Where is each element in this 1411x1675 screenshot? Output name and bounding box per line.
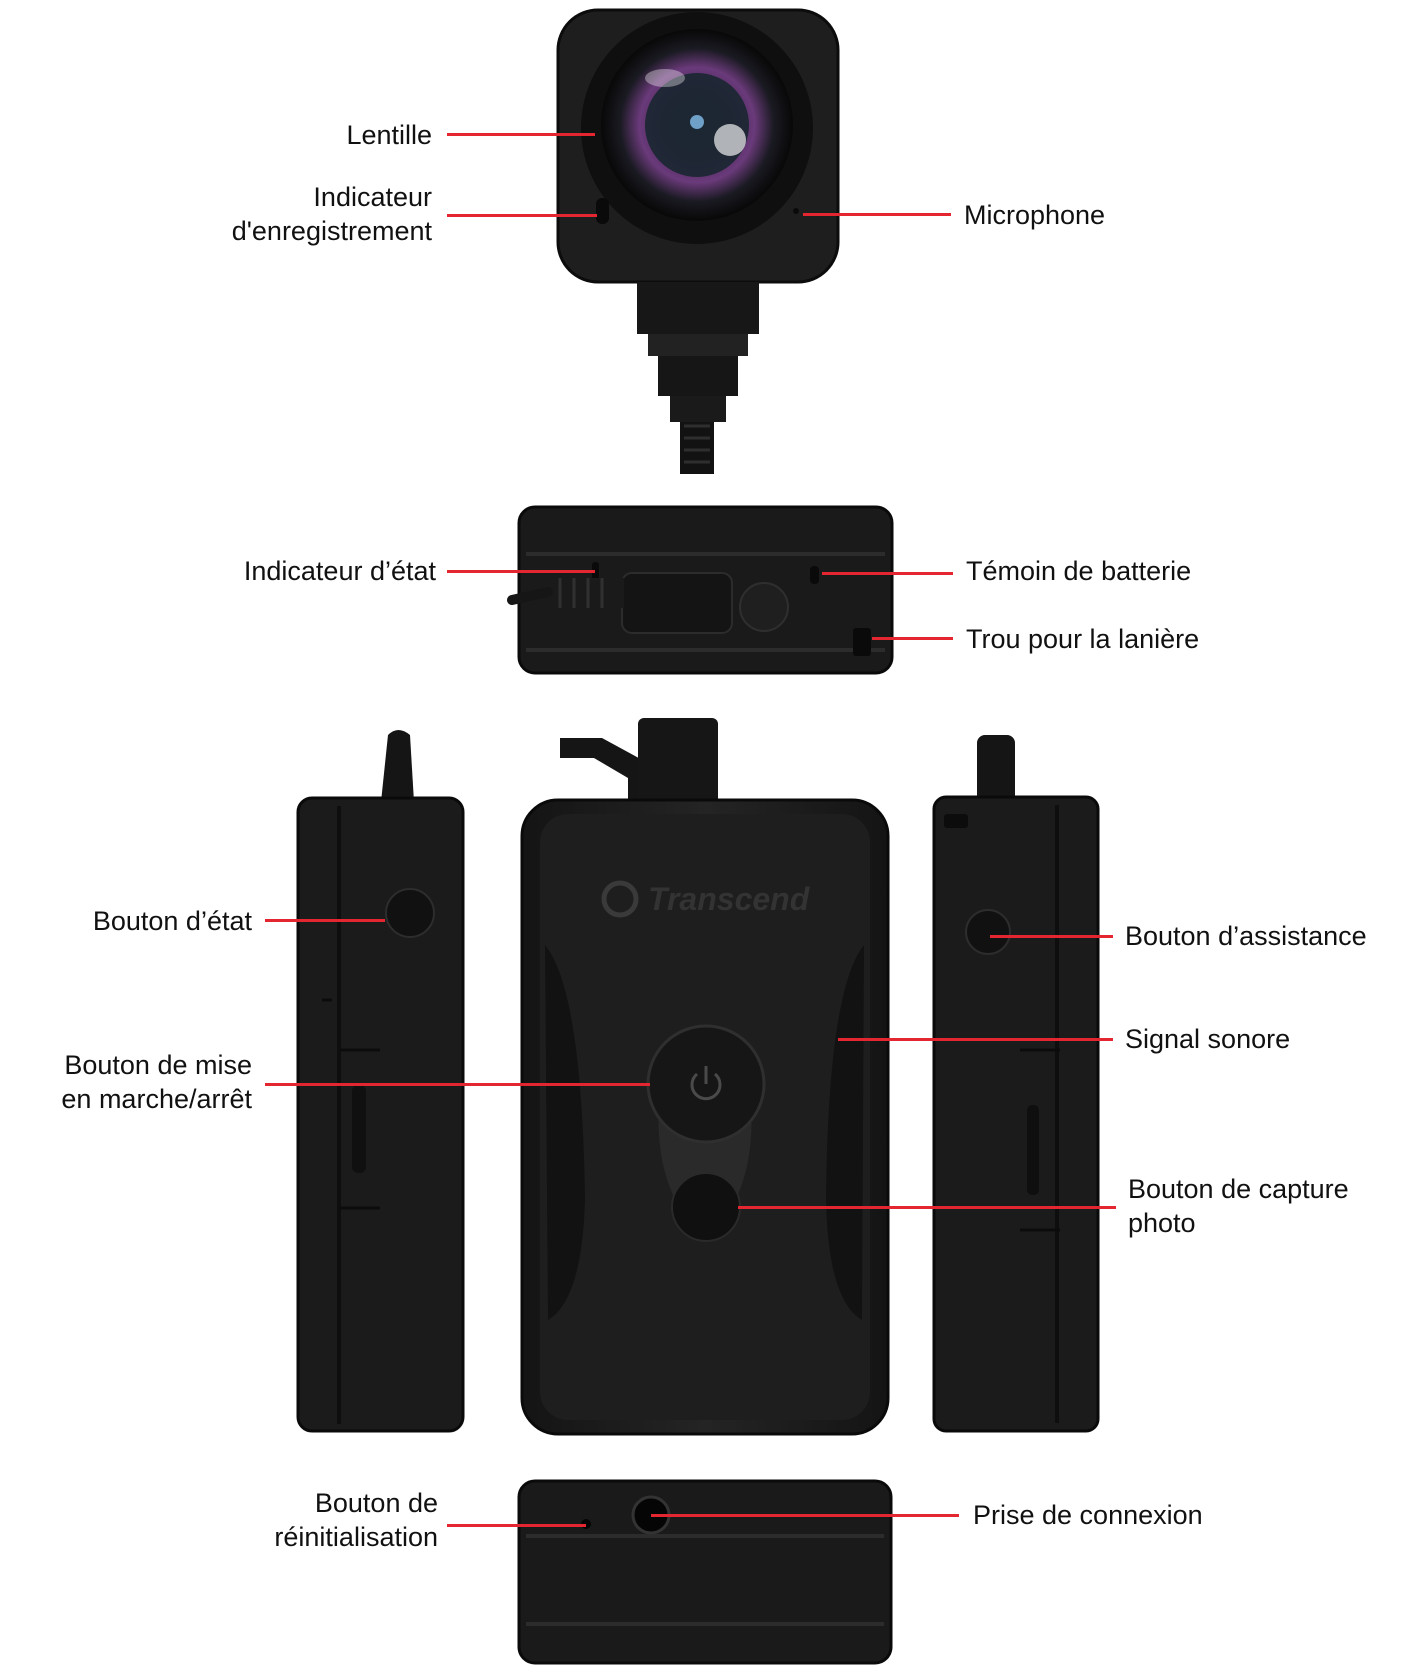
brand-logo: Transcend	[648, 881, 811, 917]
body-front-view: Transcend	[520, 718, 890, 1436]
body-bottom-view	[517, 1479, 893, 1665]
snapshot-button	[671, 1172, 741, 1242]
leader-line-speaker	[838, 1038, 1113, 1041]
microphone-hole	[793, 208, 799, 214]
body-top-view	[507, 505, 894, 675]
callout-assist-button: Bouton d’assistance	[1125, 921, 1367, 951]
leader-line-microphone	[803, 213, 951, 216]
body-right-side-view	[932, 735, 1100, 1433]
callout-speaker: Signal sonore	[1125, 1024, 1291, 1054]
leader-line-connector	[651, 1514, 959, 1517]
camera-head	[556, 8, 840, 474]
body-left-side-view	[296, 730, 465, 1433]
callout-connector: Prise de connexion	[973, 1500, 1203, 1530]
leader-line-status-indicator	[447, 570, 595, 573]
callout-lens: Lentille	[346, 120, 432, 150]
leader-line-power-button	[265, 1083, 650, 1086]
callout-status-button: Bouton d’état	[92, 906, 252, 936]
leader-line-snapshot-button	[738, 1206, 1116, 1209]
leader-line-battery-indicator	[822, 572, 953, 575]
callout-battery-indicator: Témoin de batterie	[966, 556, 1192, 586]
callout-status-indicator: Indicateur d’état	[243, 556, 436, 586]
callout-lanyard-hole: Trou pour la lanière	[966, 624, 1200, 654]
callout-microphone: Microphone	[964, 200, 1106, 230]
status-button	[385, 888, 435, 938]
leader-line-record-indicator	[447, 214, 597, 217]
leader-line-lens	[447, 133, 595, 136]
leader-line-status-button	[265, 919, 385, 922]
lanyard-hole	[853, 628, 871, 656]
leader-line-assist-button	[990, 935, 1113, 938]
assist-button	[965, 909, 1011, 955]
battery-led	[810, 566, 819, 584]
leader-line-lanyard-hole	[872, 637, 953, 640]
leader-line-reset-button	[447, 1524, 586, 1527]
record-indicator-led	[596, 198, 609, 224]
status-indicator-led	[592, 562, 599, 580]
